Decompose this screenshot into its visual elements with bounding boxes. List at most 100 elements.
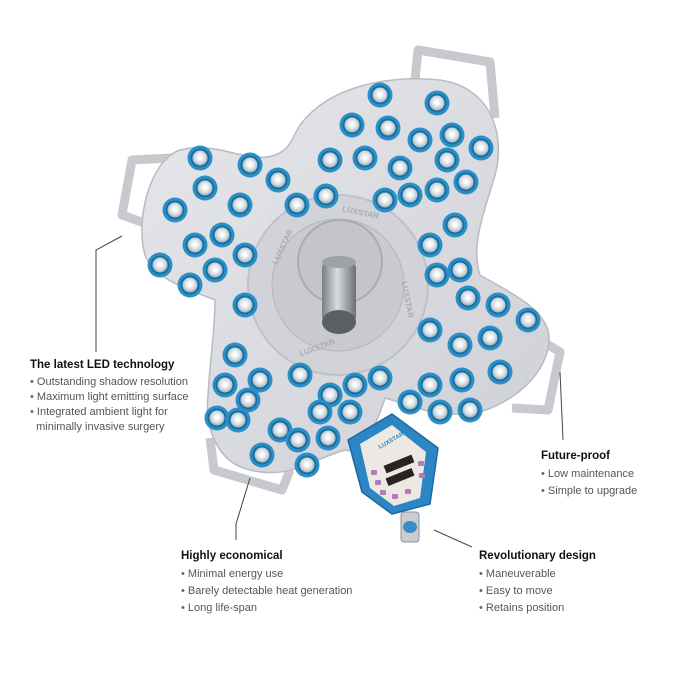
led-module [285,427,311,453]
button[interactable] [405,489,411,494]
led-module [337,399,363,425]
led-module [367,365,393,391]
callout-item: Outstanding shadow resolution [30,375,189,390]
callout-item: Maximum light emitting surface [30,390,189,405]
callout-led-technology: The latest LED technology Outstanding sh… [30,358,189,435]
led-module [485,292,511,318]
led-module [307,399,333,425]
sterile-handle-top [322,256,356,268]
control-buttons [371,461,425,499]
led-module [352,145,378,171]
button[interactable] [418,461,424,466]
button[interactable] [380,490,386,495]
led-module [417,232,443,258]
led-module [424,262,450,288]
led-module [204,405,230,431]
led-module [247,367,273,393]
led-module [187,145,213,171]
led-module [417,372,443,398]
led-module [424,177,450,203]
callout-list: Outstanding shadow resolution Maximum li… [30,375,189,435]
led-modules [147,82,541,478]
led-module [417,317,443,343]
led-module [457,397,483,423]
button[interactable] [392,494,398,499]
led-module [455,285,481,311]
led-module [177,272,203,298]
control-panel-knob [403,521,417,533]
led-module [397,389,423,415]
control-panel: LUXSTAR [347,413,439,543]
led-module [232,242,258,268]
callout-item: Minimal energy use [181,566,352,583]
sterile-handle [322,262,356,322]
led-module [182,232,208,258]
handle-top [410,45,500,119]
led-module [249,442,275,468]
led-module [449,367,475,393]
display-top [383,454,415,474]
callout-item: Easy to move [479,583,596,600]
callout-revolutionary-design: Revolutionary design Maneuverable Easy t… [479,549,596,617]
callout-title: Revolutionary design [479,550,596,562]
leader-design [433,529,473,548]
button[interactable] [419,473,425,478]
led-module [453,169,479,195]
handles [117,45,565,495]
led-module [265,167,291,193]
led-module [287,362,313,388]
led-module [515,307,541,333]
led-module [468,135,494,161]
led-module [225,407,251,433]
led-module [447,332,473,358]
callout-item: Barely detectable heat generation [181,583,353,600]
handle-left [117,153,173,230]
led-module [439,122,465,148]
led-module [477,325,503,351]
led-module [447,257,473,283]
led-module [424,90,450,116]
callout-future-proof: Future-proof Low maintenance Simple to u… [541,449,637,500]
led-module [235,387,261,413]
display-bottom [385,468,415,486]
callout-item: Integrated ambient light for [30,405,189,420]
led-module [209,222,235,248]
callout-item: Maneuverable [479,566,596,583]
callout-title: The latest LED technology [30,359,175,371]
led-module [162,197,188,223]
led-module [387,155,413,181]
callout-item: Simple to upgrade [541,483,637,500]
led-module [237,152,263,178]
led-module [342,372,368,398]
led-module [147,252,173,278]
led-module [284,192,310,218]
led-module [375,115,401,141]
button[interactable] [371,470,377,475]
led-module [372,187,398,213]
callout-item: Retains position [479,600,596,617]
led-module [315,425,341,451]
led-module [407,127,433,153]
led-module [442,212,468,238]
led-module [427,399,453,425]
led-module [227,192,253,218]
callout-item: minimally invasive surgery [36,421,165,433]
led-module [232,292,258,318]
callout-highly-economical: Highly economical Minimal energy use Bar… [181,549,352,617]
led-module [434,147,460,173]
callout-title: Future-proof [541,450,610,462]
callout-list: Maneuverable Easy to move Retains positi… [479,566,596,617]
led-module [313,183,339,209]
led-module [367,82,393,108]
led-module [222,342,248,368]
led-module [294,452,320,478]
callout-item: Low maintenance [541,466,637,483]
callout-leader-lines [95,235,564,548]
leader-economical [235,477,251,540]
led-module [202,257,228,283]
handle-bottom [205,437,295,495]
led-module [487,359,513,385]
callout-list: Low maintenance Simple to upgrade [541,466,637,500]
handle-right [511,336,565,415]
button[interactable] [375,480,381,485]
